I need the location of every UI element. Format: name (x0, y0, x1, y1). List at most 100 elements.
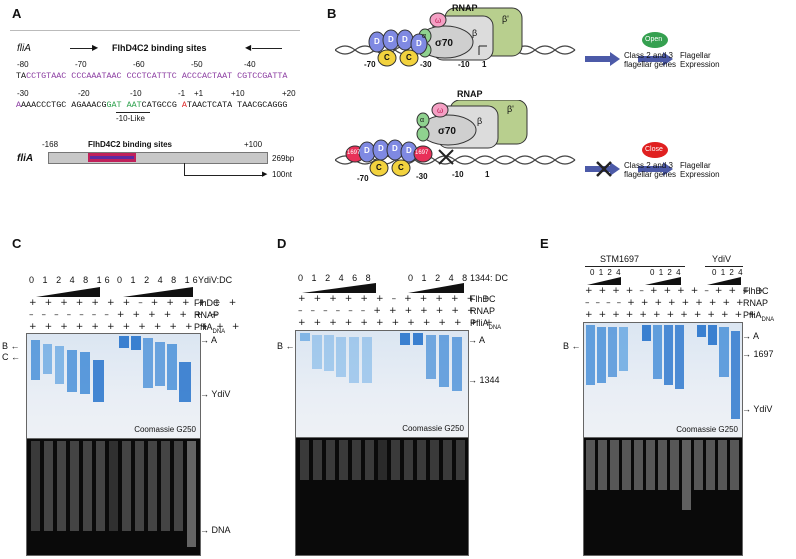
dna-lane-e-9 (682, 440, 691, 510)
panel-label-a: A (12, 6, 22, 21)
dna-lane-d-9 (404, 440, 413, 480)
rnap-label-bottom: RNAP (457, 89, 483, 99)
close-label: Close (645, 146, 663, 153)
dna-lane-e-6 (646, 440, 655, 490)
omega-subunit (429, 12, 447, 28)
pflia-label-d: PfliADNA (470, 318, 502, 331)
scheme-active (335, 7, 673, 67)
dna-lane-e-12 (718, 440, 727, 490)
row1-d: + + + + + + – + + + + + + (298, 294, 493, 304)
ratio-title-c: YdiV:DC (198, 275, 233, 285)
panel-label-b: B (327, 6, 337, 21)
tss-line (184, 163, 185, 175)
map-gene: fliA (17, 153, 34, 164)
stain-label-e: Coomassie G250 (676, 425, 738, 434)
band-c-8 (119, 336, 129, 348)
band-ydiv-label-e: → YdiV (742, 404, 773, 414)
flhdc-label-c: FlhDC (194, 298, 220, 308)
dna-lanes-d (300, 440, 465, 480)
panel-label-d: D (277, 236, 287, 251)
band-c-9 (131, 336, 141, 350)
b1697-left: 1697 (347, 150, 361, 156)
wedge-c-2 (123, 287, 193, 297)
gradient-wedges-d (302, 283, 464, 293)
flhc-subunit-2 (399, 49, 419, 67)
band-b-label-c: B ← (2, 341, 20, 351)
gel-bands-d (300, 333, 462, 391)
dna-lane-c-2 (44, 441, 53, 531)
row2-d: – – – – – – + + + + + + + (298, 306, 478, 316)
wedge-c-1 (36, 287, 100, 297)
ratios-e-2: 0 1 2 4 (650, 268, 682, 277)
rnap-label-e: RNAP (743, 298, 769, 308)
wedge-e-2 (645, 277, 681, 285)
band-d-12 (452, 337, 462, 391)
row1-e: + + + + – + + + + – + + + + (585, 286, 765, 296)
wedge-d-2 (408, 283, 464, 293)
c-label-bottom-1: C (376, 163, 382, 172)
close-badge (642, 142, 668, 158)
band-d-6 (362, 337, 372, 383)
band-1344-label-d: → 1344 (468, 375, 500, 385)
band-d-8 (400, 333, 410, 345)
band-d-2 (312, 335, 322, 369)
d-label-bottom-2: D (378, 144, 384, 153)
band-dna-label-c: → DNA (200, 525, 231, 535)
wedge-e-1 (587, 277, 621, 285)
dna-lane-d-1 (300, 440, 309, 480)
band-d-10 (426, 335, 436, 379)
dna-lane-c-6 (96, 441, 105, 531)
arrow-right-head: ▶ (92, 43, 99, 52)
row3-d: + + + + + + + + + + + + + (298, 318, 496, 328)
wedge-d-1 (302, 283, 376, 293)
band-a-label-e: → A (742, 331, 760, 341)
open-label: Open (645, 36, 663, 43)
band-e-1 (586, 325, 595, 385)
ruler1-3: -50 (191, 60, 203, 69)
pflia-label-c: PfliADNA (194, 322, 226, 335)
d-label-top-4: D (416, 39, 422, 48)
gradient-wedges-e (587, 277, 741, 285)
dna-lane-e-8 (670, 440, 679, 490)
band-c-10 (143, 338, 153, 388)
row2-e: – – – – + + + + + + + + + (585, 298, 746, 308)
betap-label-top: β' (502, 14, 509, 24)
gradient-wedges-c (36, 287, 193, 297)
alpha-subunit-b2 (416, 126, 430, 142)
ratios-e-3: 0 1 2 4 (712, 268, 744, 277)
flhc-b2 (391, 159, 411, 177)
ruler1-4: -40 (244, 60, 256, 69)
flhc-subunit-1 (377, 49, 397, 67)
d-label-top-1: D (374, 37, 380, 46)
band-b-label-d: B ← (277, 341, 295, 351)
c-label-top-1: C (384, 53, 390, 62)
band-c-6 (93, 360, 104, 402)
band-ydiv-label-c: → YdiV (200, 389, 231, 399)
panel-label-c: C (12, 236, 22, 251)
dna-lane-c-4 (70, 441, 79, 531)
betap-label-bottom: β' (507, 104, 514, 114)
ratio-title-d: 1344: DC (470, 273, 509, 283)
d-label-bottom-3: D (392, 144, 398, 153)
flhdc-label-d: FlhDC (470, 294, 496, 304)
rnap-label-d: RNAP (470, 306, 496, 316)
dna-gel-c (26, 438, 201, 556)
band-c-label-c: C ← (2, 352, 21, 362)
dna-lane-d-5 (352, 440, 361, 480)
rnap-label-c: RNAP (194, 310, 220, 320)
arrow-left-head: ◀ (245, 43, 252, 52)
beta-label-top: β (472, 28, 478, 38)
c-label-bottom-2: C (398, 163, 404, 172)
alpha-label-bottom: α (420, 117, 425, 124)
flhdc-label-e: FlhDC (743, 286, 769, 296)
stain-label-d: Coomassie G250 (402, 424, 464, 433)
promoter-map-bar (48, 152, 268, 164)
flhd-subunit-4 (410, 33, 428, 55)
rnap-label-top: RNAP (452, 3, 478, 13)
row3-e: + + + + + + + + + + + + + (585, 310, 758, 320)
ratios-d-1: 0 1 2 4 6 8 (298, 273, 374, 283)
ratios-c-1: 0 1 2 4 8 16 (29, 275, 113, 285)
transcript-arrowhead: ▶ (262, 171, 268, 178)
sequence-line-1: TACCTGTAAC CCCAAATAAC CCCTCATTTC ACCCACT… (16, 71, 288, 81)
coomassie-gel-c: Coomassie G250 (26, 333, 201, 439)
